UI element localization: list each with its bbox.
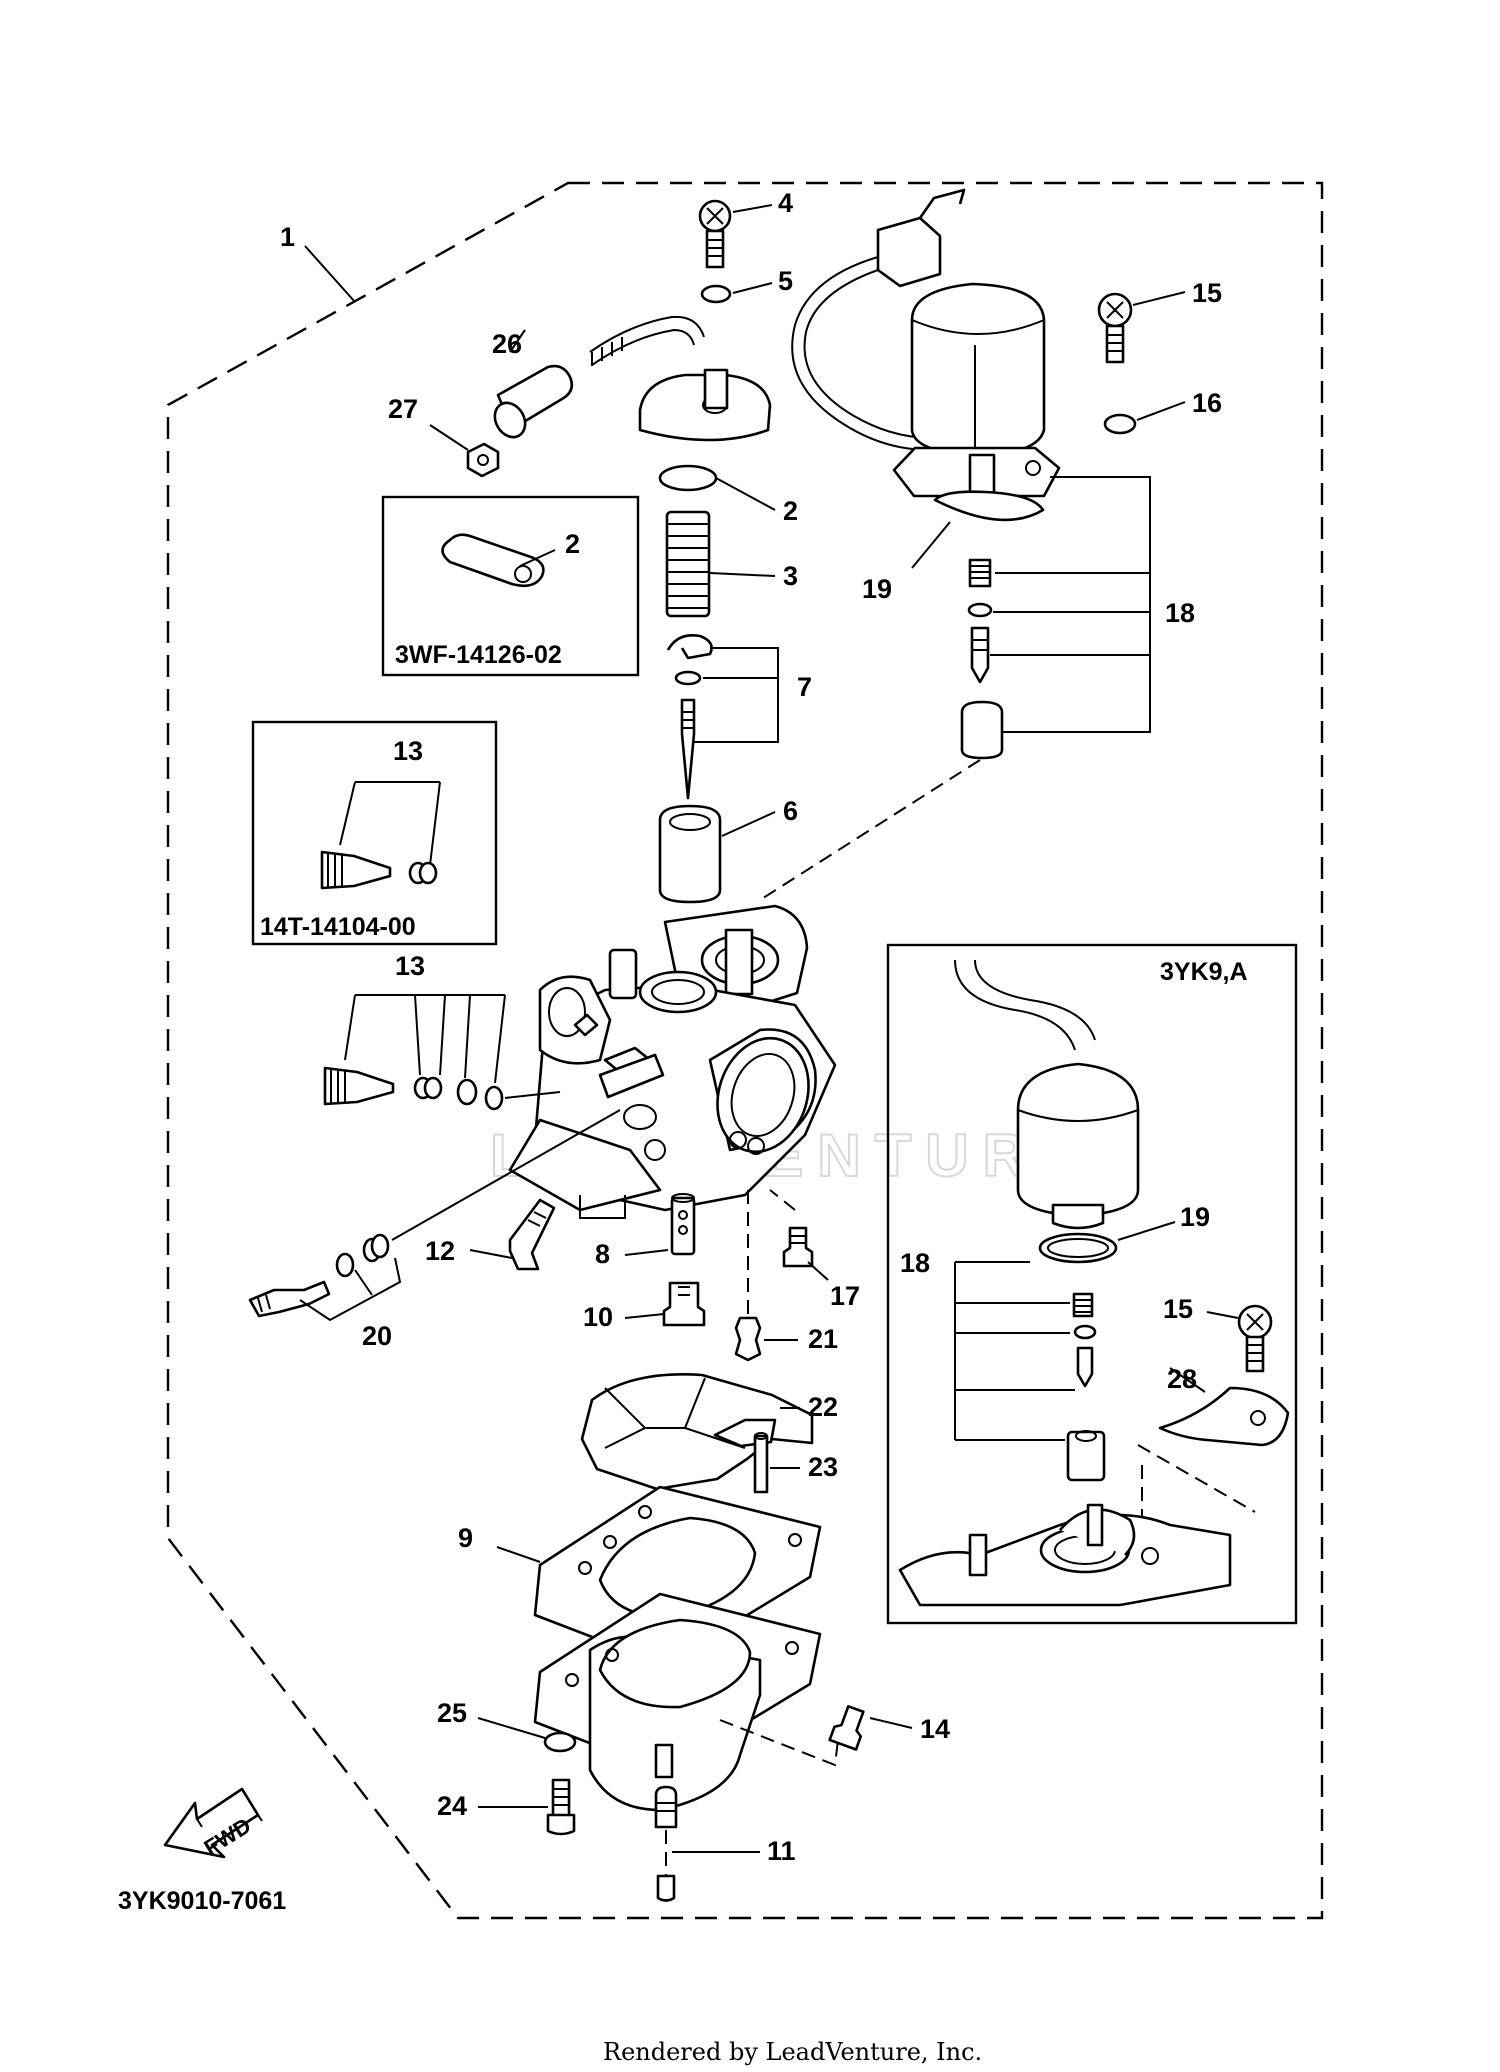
callout-23: 23 [808,1452,838,1482]
part-26-27-cable-fitting [466,315,705,478]
part-8-needle-jet [670,1193,696,1256]
callout-12: 12 [425,1236,455,1266]
callout-25: 25 [437,1698,467,1728]
callout-8: 8 [595,1239,610,1269]
part-16-washer [1103,413,1137,435]
part-7-jet-needle-set [666,634,713,800]
callout-3: 3 [783,561,798,591]
part-17-screw [782,1226,814,1268]
part-20-air-screw-set [248,1233,390,1318]
callout-10: 10 [583,1302,613,1332]
callout-13-inset: 13 [393,736,423,766]
inset-model-variant: 3YK9,A 18 19 15 28 [886,943,1298,1625]
callout-15-inset: 15 [1163,1294,1193,1324]
callout-11: 11 [767,1836,796,1866]
part-6-throttle-valve [658,804,722,904]
part-starter-plunger-assembly [791,188,1061,760]
footer-credit: Rendered by LeadVenture, Inc. [603,2038,982,2066]
callout-4: 4 [778,188,793,218]
part-24-screw [546,1778,576,1836]
part-4-screw [698,199,732,269]
part-carburetor-body [508,904,837,1212]
inset-label-gasket-kit: 3WF-14126-02 [395,641,562,669]
figure-code: 3YK9010-7061 [118,1887,286,1915]
callout-24: 24 [437,1791,467,1821]
callout-2: 2 [783,496,798,526]
callout-27: 27 [388,394,418,424]
part-3-spring [665,510,711,618]
part-10-main-jet [662,1281,706,1327]
callout-2-inset: 2 [565,529,580,559]
callout-5: 5 [778,266,793,296]
part-2-o-ring [658,464,718,492]
callout-19: 19 [862,574,892,604]
part-14-screw [828,1704,865,1751]
part-13-pilot-screw-set [323,1066,504,1111]
callout-9: 9 [458,1523,473,1553]
part-5-washer [700,284,732,304]
callout-17: 17 [830,1281,860,1311]
inset-label-model-variant: 3YK9,A [1160,958,1248,986]
part-float-chamber [533,1592,822,1812]
part-12-pilot-jet [508,1198,556,1271]
inset-pilot-screw-kit: 13 14T-14104-00 [251,720,498,946]
callout-7: 7 [797,672,812,702]
part-15-screw [1097,292,1133,364]
callout-16: 16 [1192,388,1222,418]
part-11-drain-pipe [654,1785,678,1902]
callout-22: 22 [808,1392,838,1422]
callout-21: 21 [808,1324,838,1354]
callout-26: 26 [492,329,522,359]
part-22-float [580,1373,814,1491]
inset-label-pilot-screw-kit: 14T-14104-00 [260,913,416,941]
assembly-outline [166,181,1324,1920]
callout-18: 18 [1165,598,1195,628]
callout-1: 1 [280,222,295,252]
callout-19-inset: 19 [1180,1202,1210,1232]
callout-13: 13 [395,951,425,981]
callout-14: 14 [920,1714,950,1744]
callout-20: 20 [362,1321,392,1351]
forward-arrow: FWD [163,1787,263,1861]
part-23-float-pin [753,1432,769,1494]
callout-18-inset: 18 [900,1248,930,1278]
callout-28: 28 [1167,1364,1197,1394]
part-25-washer [543,1731,577,1753]
part-21-drain-screw [734,1316,762,1362]
inset-gasket-kit: 2 3WF-14126-02 [381,495,640,677]
callout-6: 6 [783,796,798,826]
callout-15: 15 [1192,278,1222,308]
